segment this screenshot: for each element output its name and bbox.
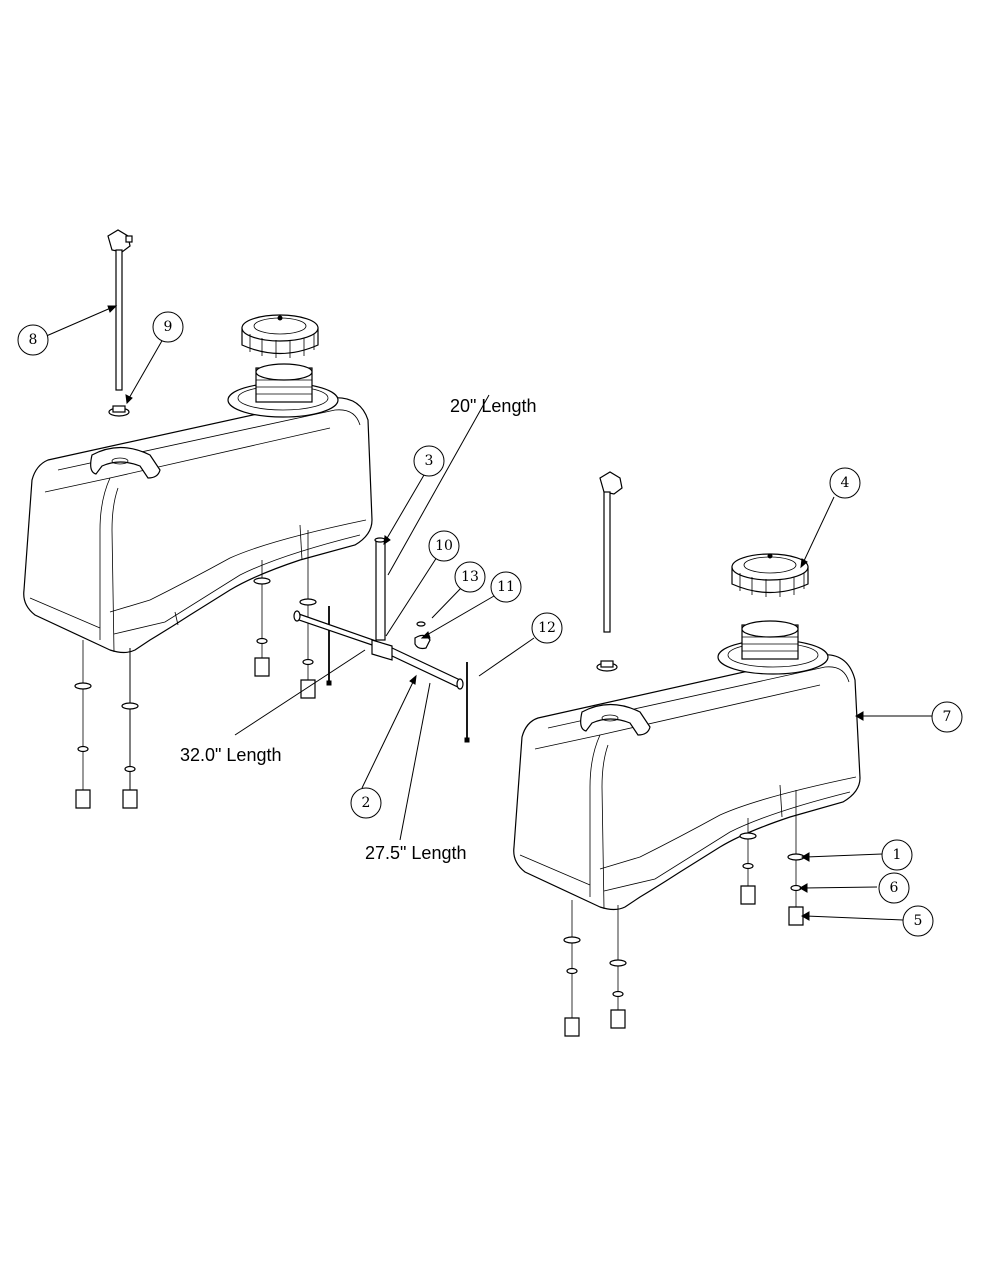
- callout-3: 3: [413, 445, 445, 477]
- right-fuel-tank: [513, 639, 861, 911]
- right-fill-neck: [741, 620, 799, 660]
- svg-text:6: 6: [890, 880, 899, 896]
- svg-text:1: 1: [893, 847, 902, 863]
- left-pickup-tube: [107, 229, 133, 417]
- callout-12: 12: [531, 612, 563, 644]
- svg-text:4: 4: [841, 475, 850, 491]
- right-fuel-cap: [731, 553, 809, 597]
- svg-text:8: 8: [29, 332, 38, 348]
- right-pickup-tube: [596, 471, 623, 672]
- callout-7: 7: [931, 701, 963, 733]
- svg-text:7: 7: [943, 709, 952, 725]
- left-fuel-cap: [241, 314, 319, 358]
- callout-2: 2: [350, 787, 382, 819]
- right-hardware: [563, 790, 805, 1037]
- callout-13: 13: [454, 561, 486, 593]
- left-hardware: [74, 530, 332, 809]
- svg-text:11: 11: [497, 579, 515, 595]
- callout-6: 6: [878, 872, 910, 904]
- svg-text:5: 5: [914, 913, 923, 929]
- callout-1: 1: [881, 839, 913, 871]
- callout-4: 4: [829, 467, 861, 499]
- leader-lines: [43, 305, 932, 921]
- dimension-20-length: 20" Length: [450, 396, 536, 416]
- callout-10: 10: [428, 530, 460, 562]
- left-fuel-tank: [23, 382, 373, 654]
- callout-8: 8: [17, 324, 49, 356]
- svg-text:9: 9: [164, 319, 173, 335]
- svg-text:10: 10: [435, 538, 453, 554]
- callout-5: 5: [902, 905, 934, 937]
- left-fill-neck: [255, 363, 313, 403]
- callout-9: 9: [152, 311, 184, 343]
- svg-text:12: 12: [538, 620, 556, 636]
- svg-text:3: 3: [425, 453, 434, 469]
- fuel-line-assembly: [293, 537, 464, 690]
- svg-text:13: 13: [461, 569, 479, 585]
- dimension-32-length: 32.0" Length: [180, 745, 281, 765]
- callout-11: 11: [490, 571, 522, 603]
- svg-text:2: 2: [362, 795, 371, 811]
- dimension-27-5-length: 27.5" Length: [365, 843, 466, 863]
